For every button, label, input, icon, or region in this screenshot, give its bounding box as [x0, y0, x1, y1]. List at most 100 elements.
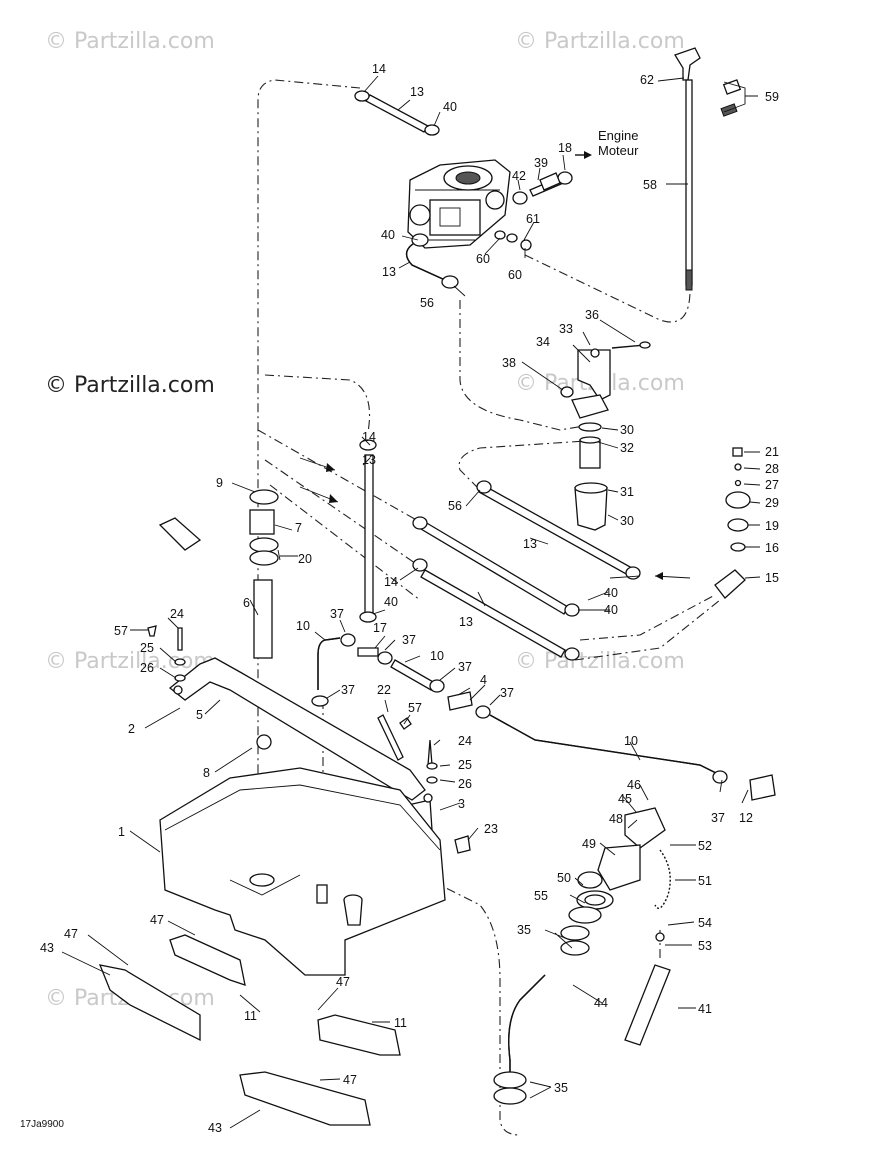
label-35-top: 35	[517, 923, 531, 937]
label-60-left: 60	[476, 252, 490, 266]
hoses	[253, 94, 721, 1090]
label-11-right: 11	[394, 1016, 407, 1030]
label-38: 38	[502, 356, 516, 370]
label-13-lower: 13	[459, 615, 473, 629]
label-8: 8	[203, 766, 210, 780]
label-21: 21	[765, 445, 779, 459]
label-46: 46	[627, 778, 641, 792]
label-4: 4	[480, 673, 487, 687]
label-43-left: 43	[40, 941, 54, 955]
label-34: 34	[536, 335, 550, 349]
drawing-code: 17Ja9900	[20, 1119, 64, 1130]
label-47-b: 47	[64, 927, 78, 941]
label-1: 1	[118, 825, 125, 839]
label-51: 51	[698, 874, 712, 888]
flow-arrows	[299, 151, 691, 580]
vent-valve-parts	[714, 447, 751, 599]
label-17: 17	[373, 621, 387, 635]
label-35-bottom: 35	[554, 1081, 568, 1095]
label-10-c: 10	[624, 734, 638, 748]
label-14-top: 14	[372, 62, 386, 76]
label-22: 22	[377, 683, 391, 697]
label-37-a: 37	[330, 607, 344, 621]
label-26-right: 26	[458, 777, 472, 791]
label-14-mid: 14	[362, 430, 376, 444]
label-32: 32	[620, 441, 634, 455]
filler-parts	[568, 774, 776, 1046]
label-56-top: 56	[420, 296, 434, 310]
label-12: 12	[739, 811, 753, 825]
watermark-lower-right: © Partzilla.com	[515, 649, 685, 674]
fittings	[147, 172, 561, 854]
label-19: 19	[765, 519, 779, 533]
fuel-tank	[159, 734, 446, 976]
label-13-top: 13	[410, 85, 424, 99]
label-23: 23	[484, 822, 498, 836]
label-5: 5	[196, 708, 203, 722]
label-37-d: 37	[500, 686, 514, 700]
label-52: 52	[698, 839, 712, 853]
label-45: 45	[618, 792, 632, 806]
label-37-c: 37	[458, 660, 472, 674]
label-36: 36	[585, 308, 599, 322]
label-20: 20	[298, 552, 312, 566]
label-10-b: 10	[430, 649, 444, 663]
label-43-bottom: 43	[208, 1121, 222, 1135]
label-55: 55	[534, 889, 548, 903]
watermark-lower-left: © Partzilla.com	[45, 649, 215, 674]
watermark-main: © Partzilla.com	[45, 373, 215, 398]
label-28: 28	[765, 462, 779, 476]
label-13-mid: 13	[362, 453, 376, 467]
label-2: 2	[128, 722, 135, 736]
part-labels: 14 13 40 18 39 42 Engine Moteur 40 13 56…	[40, 62, 779, 1135]
label-3: 3	[458, 797, 465, 811]
clamps	[249, 90, 728, 1105]
watermark-top-left: © Partzilla.com	[45, 29, 215, 54]
label-30-top: 30	[620, 423, 634, 437]
label-58: 58	[643, 178, 657, 192]
moteur-label: Moteur	[598, 143, 639, 158]
hose-routing-lines	[257, 79, 721, 1136]
label-40-mid: 40	[384, 595, 398, 609]
label-40-r1: 40	[604, 586, 618, 600]
label-25-left: 25	[140, 641, 154, 655]
label-54: 54	[698, 916, 712, 930]
label-57-left: 57	[114, 624, 128, 638]
label-13-carb: 13	[382, 265, 396, 279]
label-41: 41	[698, 1002, 712, 1016]
engine-label: Engine	[598, 128, 638, 143]
leader-lines	[61, 75, 761, 1129]
label-61: 61	[526, 212, 540, 226]
watermark-top-right: © Partzilla.com	[515, 29, 685, 54]
label-37-b: 37	[402, 633, 416, 647]
label-47-d: 47	[343, 1073, 357, 1087]
label-7: 7	[295, 521, 302, 535]
label-37-e: 37	[341, 683, 355, 697]
label-47-a: 47	[150, 913, 164, 927]
label-15: 15	[765, 571, 779, 585]
label-10-a: 10	[296, 619, 310, 633]
label-27: 27	[765, 478, 779, 492]
label-13-right: 13	[523, 537, 537, 551]
label-60-right: 60	[508, 268, 522, 282]
label-18: 18	[558, 141, 572, 155]
label-39: 39	[534, 156, 548, 170]
label-24-left: 24	[170, 607, 184, 621]
label-26-left: 26	[140, 661, 154, 675]
label-59: 59	[765, 90, 779, 104]
label-25-right: 25	[458, 758, 472, 772]
label-14-lower: 14	[384, 575, 398, 589]
label-49: 49	[582, 837, 596, 851]
label-62: 62	[640, 73, 654, 87]
label-50: 50	[557, 871, 571, 885]
label-29: 29	[765, 496, 779, 510]
label-42: 42	[512, 169, 526, 183]
label-53: 53	[698, 939, 712, 953]
label-24-right: 24	[458, 734, 472, 748]
label-48: 48	[609, 812, 623, 826]
fuel-pump-parts	[158, 341, 651, 551]
label-57-right: 57	[408, 701, 422, 715]
label-33: 33	[559, 322, 573, 336]
label-40-carb: 40	[381, 228, 395, 242]
